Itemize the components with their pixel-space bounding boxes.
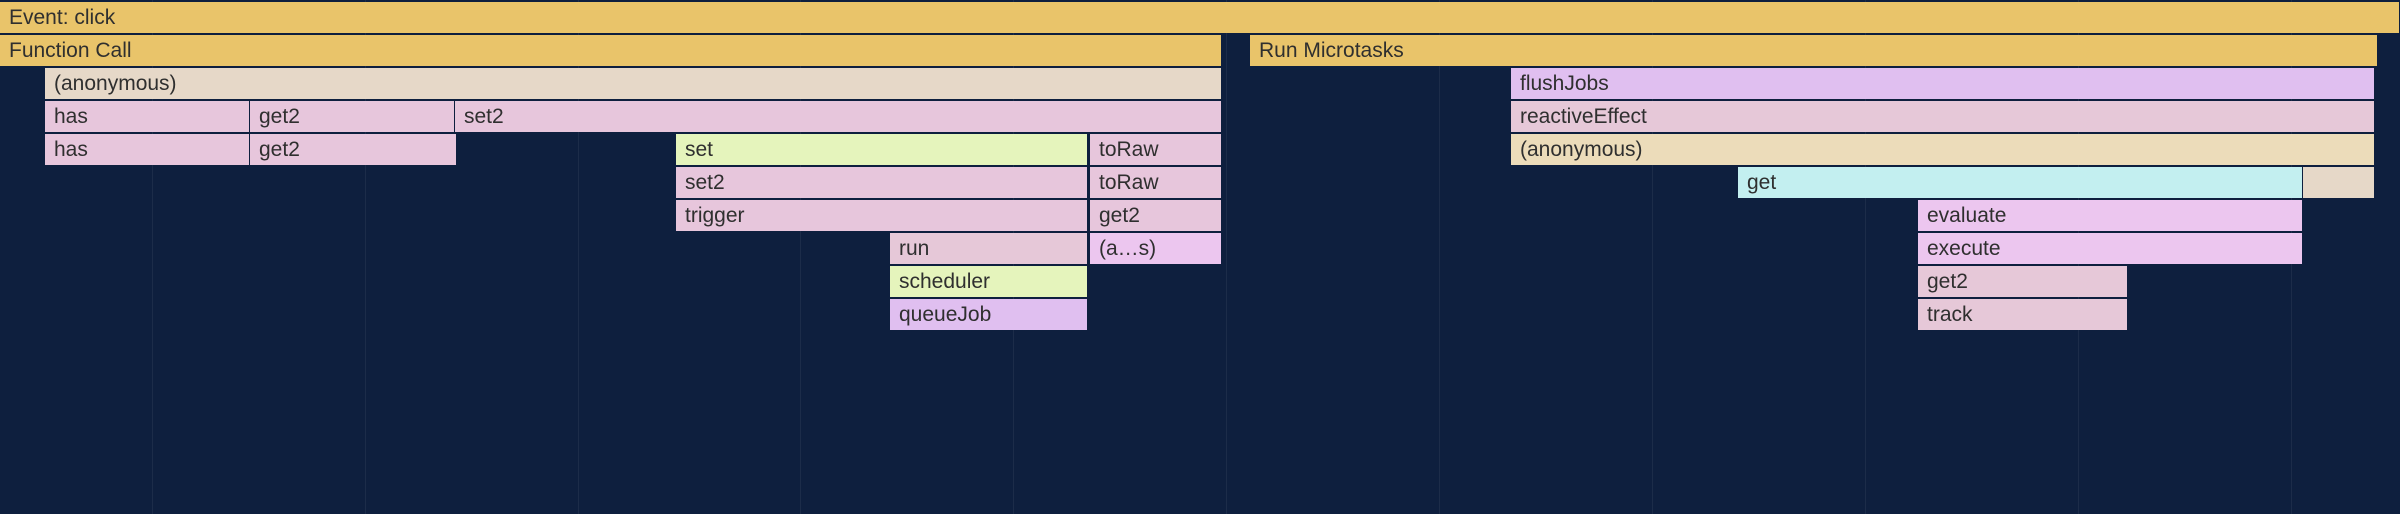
frame-track[interactable]: track bbox=[1918, 299, 2128, 330]
frame-toraw-2[interactable]: toRaw bbox=[1090, 167, 1222, 198]
frame-toraw-1-label: toRaw bbox=[1099, 138, 1159, 161]
frame-get2-2-label: get2 bbox=[259, 138, 300, 161]
frame-queuejob[interactable]: queueJob bbox=[890, 299, 1088, 330]
frame-has-1[interactable]: has bbox=[45, 101, 250, 132]
frame-get-label: get bbox=[1747, 171, 1777, 194]
frame-evaluate[interactable]: evaluate bbox=[1918, 200, 2303, 231]
frame-event-click-label: Event: click bbox=[9, 6, 116, 29]
frame-reactiveeffect[interactable]: reactiveEffect bbox=[1511, 101, 2375, 132]
frame-set-label: set bbox=[685, 138, 714, 161]
gridline-5 bbox=[1226, 0, 1227, 514]
frame-anonymous-left-label: (anonymous) bbox=[54, 72, 177, 95]
frame-get2-4[interactable]: get2 bbox=[1918, 266, 2128, 297]
frame-scheduler-label: scheduler bbox=[899, 270, 991, 293]
frame-track-label: track bbox=[1927, 303, 1973, 326]
frame-get2-3[interactable]: get2 bbox=[1090, 200, 1222, 231]
frame-get[interactable]: get bbox=[1738, 167, 2303, 198]
frame-execute-label: execute bbox=[1927, 237, 2001, 260]
frame-anonymous-right[interactable]: (anonymous) bbox=[1511, 134, 2375, 165]
frame-event-click[interactable]: Event: click bbox=[0, 2, 2400, 33]
frame-run[interactable]: run bbox=[890, 233, 1088, 264]
frame-trigger-label: trigger bbox=[685, 204, 745, 227]
frame-get2-3-label: get2 bbox=[1099, 204, 1140, 227]
frame-get2-1[interactable]: get2 bbox=[250, 101, 455, 132]
frame-run-label: run bbox=[899, 237, 930, 260]
frame-anon-abbrev[interactable]: (a…s) bbox=[1090, 233, 1222, 264]
frame-anonymous-left[interactable]: (anonymous) bbox=[45, 68, 1222, 99]
frame-has-1-label: has bbox=[54, 105, 88, 128]
frame-has-2-label: has bbox=[54, 138, 88, 161]
frame-get2-4-label: get2 bbox=[1927, 270, 1968, 293]
frame-set[interactable]: set bbox=[676, 134, 1088, 165]
frame-anon-abbrev-label: (a…s) bbox=[1099, 237, 1157, 260]
frame-set2-2-label: set2 bbox=[685, 171, 725, 194]
frame-function-call[interactable]: Function Call bbox=[0, 35, 1222, 66]
frame-toraw-1[interactable]: toRaw bbox=[1090, 134, 1222, 165]
frame-set2-2[interactable]: set2 bbox=[676, 167, 1088, 198]
frame-reactiveeffect-label: reactiveEffect bbox=[1520, 105, 1647, 128]
frame-run-microtasks-label: Run Microtasks bbox=[1259, 39, 1404, 62]
frame-flushjobs-label: flushJobs bbox=[1520, 72, 1609, 95]
frame-execute[interactable]: execute bbox=[1918, 233, 2303, 264]
frame-set2-1[interactable]: set2 bbox=[455, 101, 1222, 132]
frame-get2-2[interactable]: get2 bbox=[250, 134, 457, 165]
frame-flushjobs[interactable]: flushJobs bbox=[1511, 68, 2375, 99]
frame-run-microtasks[interactable]: Run Microtasks bbox=[1250, 35, 2378, 66]
gridline-6 bbox=[1439, 0, 1440, 514]
frame-function-call-label: Function Call bbox=[9, 39, 132, 62]
frame-set2-1-label: set2 bbox=[464, 105, 504, 128]
frame-get2-1-label: get2 bbox=[259, 105, 300, 128]
frame-toraw-2-label: toRaw bbox=[1099, 171, 1159, 194]
frame-unlabeled-tan[interactable] bbox=[2303, 167, 2375, 198]
frame-has-2[interactable]: has bbox=[45, 134, 250, 165]
frame-scheduler[interactable]: scheduler bbox=[890, 266, 1088, 297]
frame-anonymous-right-label: (anonymous) bbox=[1520, 138, 1643, 161]
frame-trigger[interactable]: trigger bbox=[676, 200, 1088, 231]
frame-evaluate-label: evaluate bbox=[1927, 204, 2007, 227]
frame-queuejob-label: queueJob bbox=[899, 303, 992, 326]
